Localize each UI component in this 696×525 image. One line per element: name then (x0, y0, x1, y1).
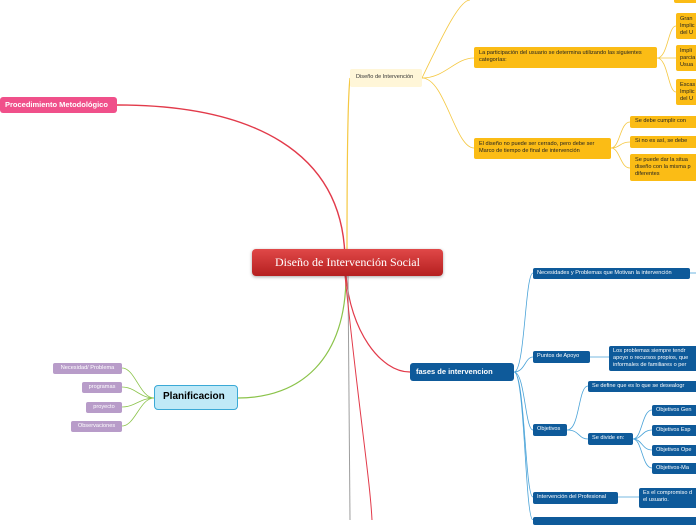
leaf-puntos-detalle[interactable]: Los problemas siempre tendr apoyo o recu… (609, 346, 696, 371)
node-participacion[interactable]: La participación del usuario se determin… (474, 47, 657, 68)
leaf-si-no-es-asi[interactable]: Si no es así, se debe (630, 136, 696, 148)
node-fases[interactable]: fases de intervencion (410, 363, 514, 381)
leaf-objetivos-especificos[interactable]: Objetivos Esp (652, 425, 696, 436)
central-topic[interactable]: Diseño de Intervención Social (252, 249, 443, 276)
leaf-objetivos-operativos[interactable]: Objetivos Ope (652, 445, 696, 456)
leaf-observaciones[interactable]: Observaciones (71, 421, 122, 432)
leaf-necesidades-problemas[interactable]: Necesidades y Problemas que Motivan la i… (533, 268, 690, 279)
leaf-compromiso[interactable]: Es el compromiso d el usuario. (639, 488, 696, 508)
leaf-programas[interactable]: programas (82, 382, 122, 393)
leaf-implicacion-parcial[interactable]: Impli parcia Usua (676, 45, 696, 71)
node-procedimiento[interactable]: Procedimiento Metodológico (0, 97, 117, 113)
node-diseno-cerrado[interactable]: El diseño no puede ser cerrado, pero deb… (474, 138, 611, 159)
leaf-necesidad[interactable]: Necesidad/ Problema (53, 363, 122, 374)
node-diseno[interactable]: Diseño de Intervención (350, 69, 422, 87)
leaf-gran-implicacion[interactable]: Gran Implic del U (676, 13, 696, 39)
leaf-cumplir[interactable]: Se debe cumplir con (630, 116, 696, 128)
leaf-bottom-cut[interactable] (533, 517, 696, 525)
node-planificacion[interactable]: Planificacion (154, 385, 238, 410)
leaf-top-cut[interactable] (674, 0, 696, 3)
leaf-objetivos-marco[interactable]: Objetivos-Ma (652, 463, 696, 474)
leaf-escasa-implicacion[interactable]: Escas Implic del U (676, 79, 696, 105)
leaf-objetivos[interactable]: Objetivos (533, 424, 567, 436)
leaf-intervencion-profesional[interactable]: Intervención del Profesional (533, 492, 618, 504)
leaf-puntos-apoyo[interactable]: Puntos de Apoyo (533, 351, 590, 363)
leaf-se-divide[interactable]: Se divide en: (588, 433, 633, 445)
leaf-objetivos-generales[interactable]: Objetivos Gen (652, 405, 696, 416)
leaf-se-define[interactable]: Se define que es lo que se desealogr (588, 381, 696, 392)
leaf-proyecto[interactable]: proyecto (86, 402, 122, 413)
leaf-situacion[interactable]: Se puede dar la situa diseño con la mism… (630, 154, 696, 181)
